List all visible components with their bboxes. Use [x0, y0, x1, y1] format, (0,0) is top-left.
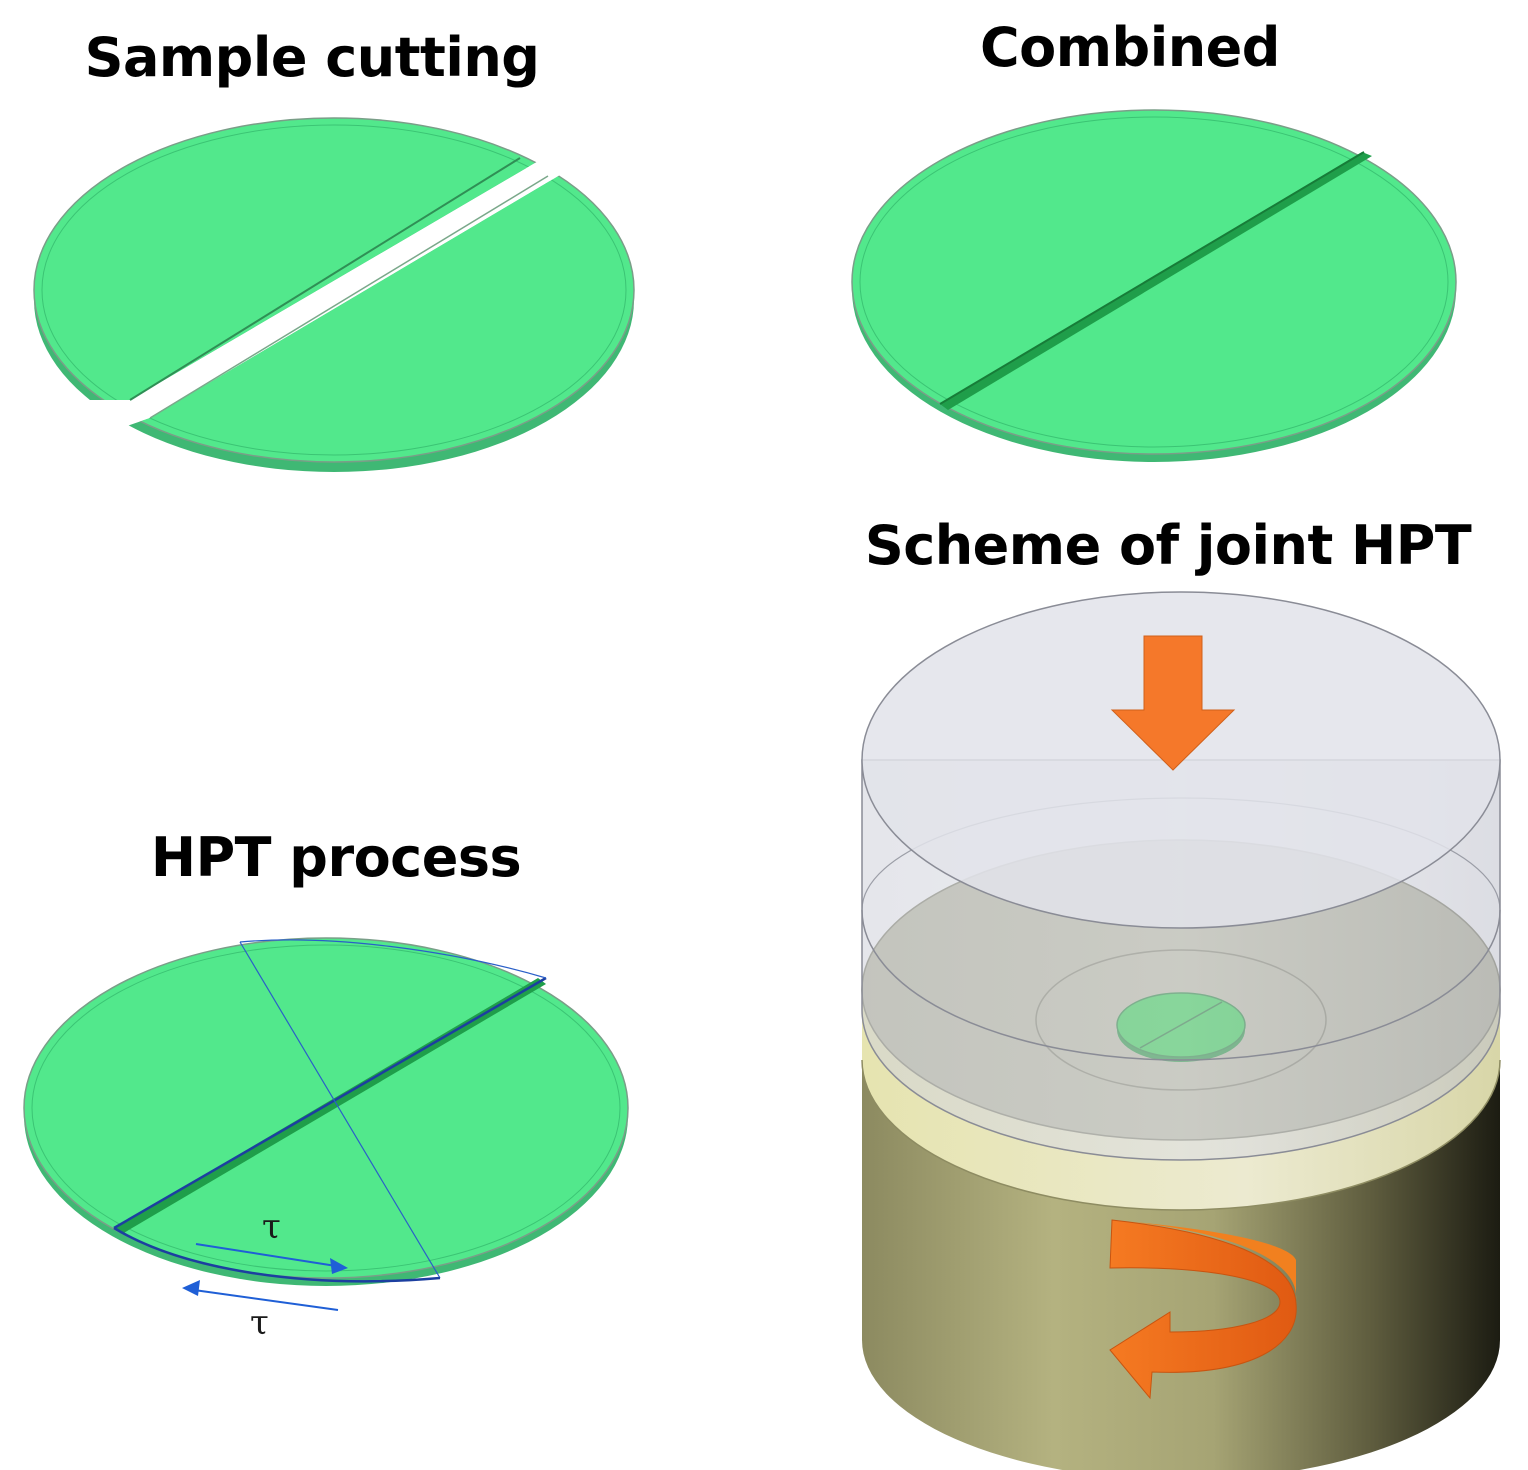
shear-label-backward: τ — [250, 1303, 269, 1343]
cut-edge-upper — [129, 157, 521, 401]
hpt-scheme-figure — [861, 591, 1501, 1470]
curved-rotation-arrow-icon — [1109, 1219, 1297, 1400]
shear-label-forward: τ — [262, 1207, 281, 1247]
hpt-process-figure: τ τ — [23, 937, 629, 1343]
rotated-seam-line — [239, 941, 441, 1279]
sample-cutting-figure — [33, 117, 635, 472]
shear-arrow-backward — [182, 1280, 339, 1311]
cut-edge-lower — [149, 175, 549, 419]
panel-title-combined: Combined — [980, 16, 1280, 79]
down-arrow-icon — [1110, 635, 1236, 771]
combined-disc-rim — [859, 116, 1449, 448]
process-disc-rim — [31, 944, 621, 1272]
panel-title-scheme: Scheme of joint HPT — [864, 514, 1472, 577]
process-seam-edge — [113, 976, 547, 1230]
panel-title-hpt-process: HPT process — [150, 826, 522, 889]
rotated-rim-arc-top — [239, 939, 547, 979]
combined-figure — [851, 109, 1457, 462]
rotated-rim-arc-bottom — [113, 1226, 441, 1283]
process-seam — [114, 978, 546, 1234]
shear-arrow-forward — [195, 1243, 348, 1274]
panel-title-sample-cutting: Sample cutting — [84, 26, 540, 89]
combined-seam — [940, 152, 1372, 410]
combined-seam-edge — [939, 151, 1365, 405]
